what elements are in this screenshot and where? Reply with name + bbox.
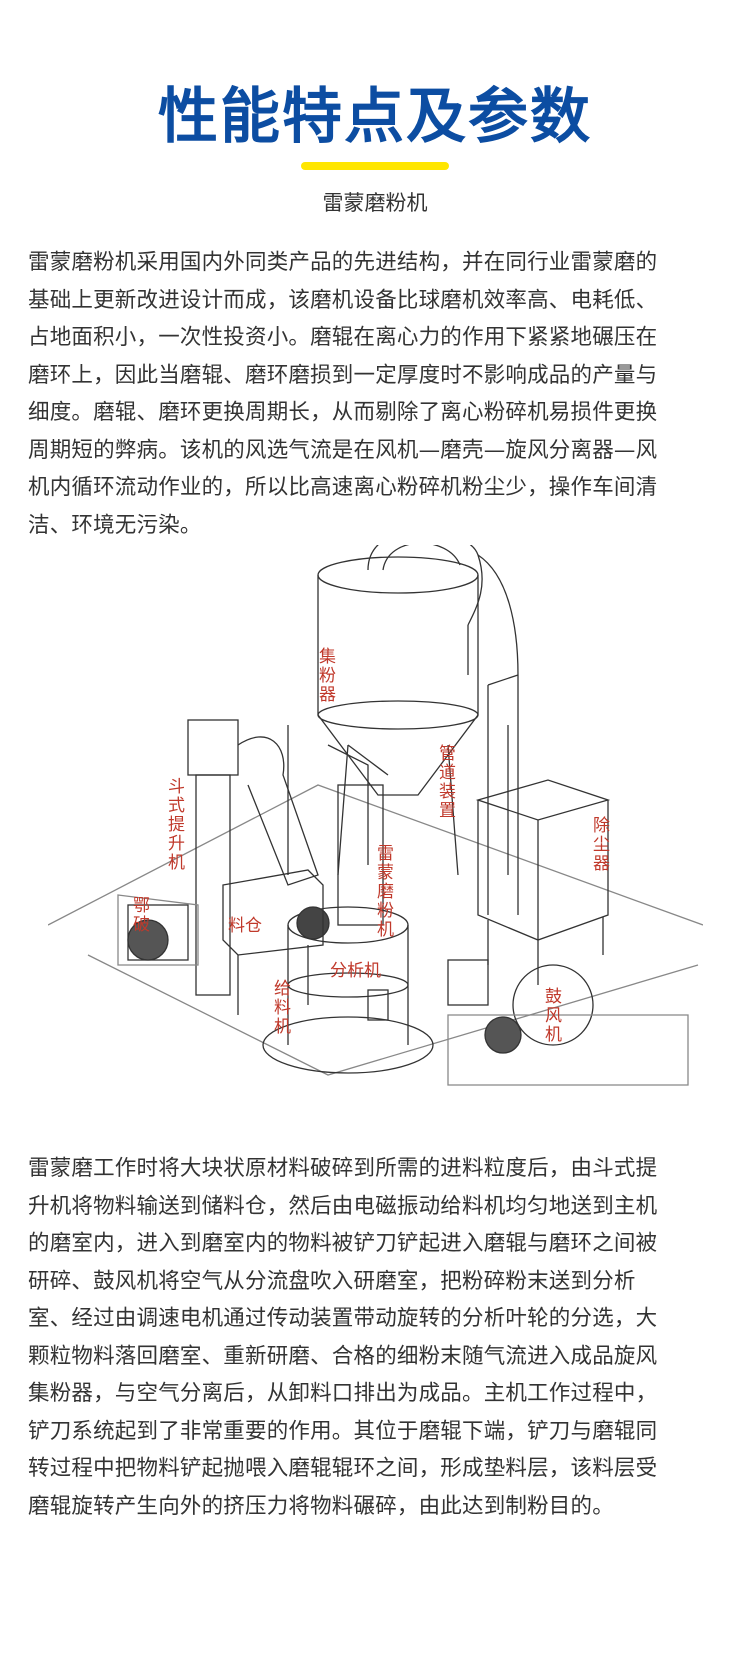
text-line: 周期短的弊病。该机的风选气流是在风机—磨壳—旋风分离器—风 bbox=[28, 437, 658, 463]
label-storage-bin: 料仓 bbox=[228, 916, 262, 936]
text-line: 颗粒物料落回磨室、重新研磨、合格的细粉末随气流进入成品旋风 bbox=[28, 1343, 658, 1369]
title-underline bbox=[301, 162, 449, 170]
text-line: 的磨室内，进入到磨室内的物料被铲刀铲起进入磨辊与磨环之间被 bbox=[28, 1231, 658, 1256]
label-blower: 鼓风机 bbox=[545, 987, 562, 1045]
text-line: 机内循环流动作业的，所以比高速离心粉碎机粉尘少，操作车间清 bbox=[28, 475, 658, 500]
label-analyzer: 分析机 bbox=[330, 961, 381, 981]
text-line: 室、经过由调速电机通过传动装置带动旋转的分析叶轮的分选，大 bbox=[28, 1306, 658, 1331]
text-line: 占地面积小，一次性投资小。磨辊在离心力的作用下紧紧地碾压在 bbox=[28, 325, 658, 350]
page-title: 性能特点及参数 bbox=[158, 82, 592, 152]
label-bucket-elevator: 斗式提升机 bbox=[168, 777, 185, 873]
text-line: 转过程中把物料铲起抛喂入磨辊辊环之间，形成垫料层，该料层受 bbox=[28, 1456, 658, 1481]
process-paragraph: 雷蒙磨工作时将大块状原材料破碎到所需的进料粒度后，由斗式提 升机将物料输送到储料… bbox=[28, 1150, 728, 1525]
diagram-drawing bbox=[47, 529, 704, 1086]
text-line: 集粉器，与空气分离后，从卸料口排出为成品。主机工作过程中， bbox=[28, 1381, 658, 1406]
label-jaw-crusher: 鄂破 bbox=[133, 896, 150, 935]
text-line: 基础上更新改进设计而成，该磨机设备比球磨机效率高、电耗低、 bbox=[28, 287, 658, 313]
mill-system-diagram: 集粉器 斗式提升机 管道装置 除尘器 雷蒙磨粉机 鄂破 料仓 分析机 给料机 鼓… bbox=[47, 529, 704, 1120]
text-line: 研碎、鼓风机将空气从分流盘吹入研磨室，把粉碎粉末送到分析 bbox=[28, 1268, 636, 1294]
subtitle: 雷蒙磨粉机 bbox=[322, 191, 428, 215]
text-line: 升机将物料输送到储料仓，然后由电磁振动给料机均匀地送到主机 bbox=[28, 1193, 658, 1219]
text-line: 洁、环境无污染。 bbox=[28, 512, 202, 538]
text-line: 雷蒙磨粉机采用国内外同类产品的先进结构，并在同行业雷蒙磨的 bbox=[28, 250, 658, 275]
intro-paragraph: 雷蒙磨粉机采用国内外同类产品的先进结构，并在同行业雷蒙磨的 基础上更新改进设计而… bbox=[28, 244, 728, 544]
label-pipe-device: 管道装置 bbox=[439, 744, 456, 821]
label-collector: 集粉器 bbox=[319, 647, 336, 705]
text-line: 雷蒙磨工作时将大块状原材料破碎到所需的进料粒度后，由斗式提 bbox=[28, 1156, 658, 1181]
label-raymond-mill: 雷蒙磨粉机 bbox=[377, 844, 394, 940]
text-line: 细度。磨辊、磨环更换周期长，从而剔除了离心粉碎机易损件更换 bbox=[28, 400, 658, 425]
label-dust-collector: 除尘器 bbox=[593, 816, 610, 874]
text-line: 铲刀系统起到了非常重要的作用。其位于磨辊下端，铲刀与磨辊同 bbox=[28, 1418, 658, 1444]
label-feeder: 给料机 bbox=[274, 979, 291, 1037]
text-line: 磨辊旋转产生向外的挤压力将物料碾碎，由此达到制粉目的。 bbox=[28, 1493, 614, 1519]
text-line: 磨环上，因此当磨辊、磨环磨损到一定厚度时不影响成品的产量与 bbox=[28, 362, 658, 388]
